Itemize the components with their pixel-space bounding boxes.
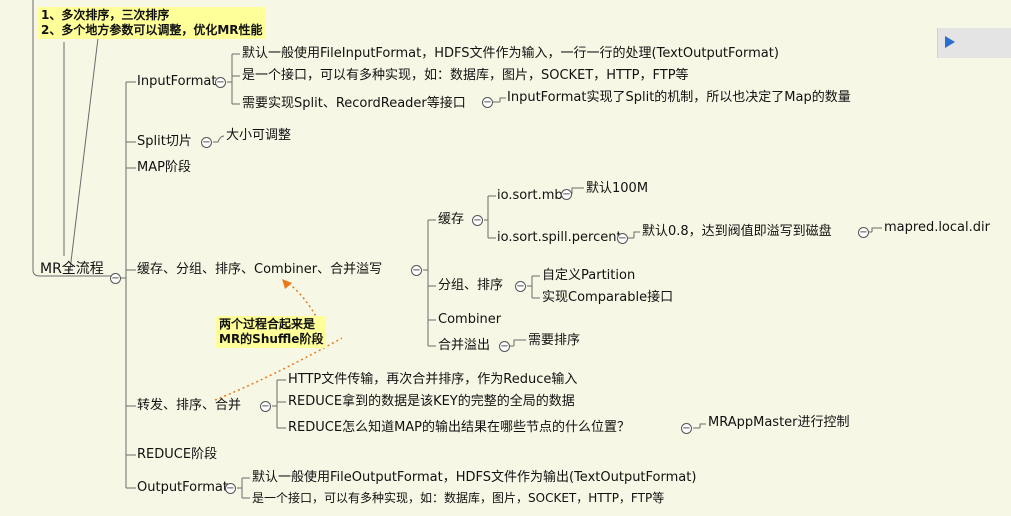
root-node[interactable]: MR全流程: [40, 261, 104, 277]
play-icon[interactable]: [945, 36, 955, 48]
collapse-icon[interactable]: −: [858, 227, 869, 238]
collapse-icon[interactable]: −: [561, 189, 572, 200]
node-spill-default[interactable]: 默认0.8，达到阀值即溢写到磁盘: [642, 224, 832, 239]
node-comparable[interactable]: 实现Comparable接口: [542, 290, 674, 305]
node-outputformat-interface[interactable]: 是一个接口，可以有多种实现，如：数据库，图片，SOCKET，HTTP，FTP等: [252, 491, 665, 505]
node-io-sort-spill-percent[interactable]: io.sort.spill.percent: [497, 230, 622, 245]
note-top-line2: 2、多个地方参数可以调整，优化MR性能: [41, 23, 263, 37]
node-inputformat-split-child[interactable]: InputFormat实现了Split的机制，所以也决定了Map的数量: [507, 90, 851, 105]
node-outputformat-default[interactable]: 默认一般使用FileOutputFormat，HDFS文件作为输出(TextOu…: [252, 470, 697, 485]
node-io-sort-mb-default[interactable]: 默认100M: [586, 181, 649, 196]
collapse-icon[interactable]: −: [225, 483, 236, 494]
collapse-icon[interactable]: −: [215, 77, 226, 88]
node-merge-spill-child[interactable]: 需要排序: [528, 333, 581, 348]
node-forward-http[interactable]: HTTP文件传输，再次合并排序，作为Reduce输入: [288, 372, 578, 387]
note-shuffle-line2: MR的Shuffle阶段: [219, 332, 324, 346]
note-top-line1: 1、多次排序，三次排序: [41, 8, 170, 22]
node-partition[interactable]: 自定义Partition: [542, 268, 636, 283]
node-mapred-local-dir[interactable]: mapred.local.dir: [884, 220, 990, 235]
node-reduce[interactable]: REDUCE阶段: [137, 447, 218, 462]
collapse-icon[interactable]: −: [260, 401, 271, 412]
node-forward[interactable]: 转发、排序、合并: [137, 398, 242, 413]
node-outputformat[interactable]: OutputFormat: [137, 480, 228, 495]
node-inputformat[interactable]: InputFormat: [137, 74, 217, 89]
collapse-icon[interactable]: −: [617, 233, 628, 244]
node-split-child[interactable]: 大小可调整: [226, 128, 292, 143]
note-shuffle-line1: 两个过程合起来是: [219, 317, 316, 331]
node-merge-spill[interactable]: 合并溢出: [438, 338, 491, 353]
note-shuffle: 两个过程合起来是 MR的Shuffle阶段: [216, 316, 327, 348]
collapse-icon[interactable]: −: [411, 265, 422, 276]
node-io-sort-mb[interactable]: io.sort.mb: [497, 188, 563, 203]
collapse-icon[interactable]: −: [499, 341, 510, 352]
node-cache[interactable]: 缓存: [438, 212, 465, 227]
collapse-icon[interactable]: −: [201, 137, 212, 148]
node-forward-location-child[interactable]: MRAppMaster进行控制: [708, 415, 850, 430]
node-map[interactable]: MAP阶段: [137, 160, 191, 175]
node-forward-global[interactable]: REDUCE拿到的数据是该KEY的完整的全局的数据: [288, 394, 575, 409]
collapse-icon[interactable]: −: [472, 215, 483, 226]
node-group-sort[interactable]: 分组、排序: [438, 278, 504, 293]
collapse-icon[interactable]: −: [482, 97, 493, 108]
collapse-icon[interactable]: −: [515, 281, 526, 292]
node-inputformat-default[interactable]: 默认一般使用FileInputFormat，HDFS文件作为输入，一行一行的处理…: [242, 46, 779, 61]
collapse-icon[interactable]: −: [110, 273, 121, 284]
node-buffer[interactable]: 缓存、分组、排序、Combiner、合并溢写: [137, 262, 383, 277]
collapse-icon[interactable]: −: [681, 423, 692, 434]
node-combiner[interactable]: Combiner: [438, 312, 502, 327]
node-split[interactable]: Split切片: [137, 134, 192, 149]
note-top: 1、多次排序，三次排序 2、多个地方参数可以调整，优化MR性能: [38, 7, 266, 39]
node-inputformat-split[interactable]: 需要实现Split、RecordReader等接口: [242, 96, 466, 111]
node-inputformat-interface[interactable]: 是一个接口，可以有多种实现，如：数据库，图片，SOCKET，HTTP，FTP等: [242, 68, 689, 83]
node-forward-location[interactable]: REDUCE怎么知道MAP的输出结果在哪些节点的什么位置？: [288, 420, 631, 435]
